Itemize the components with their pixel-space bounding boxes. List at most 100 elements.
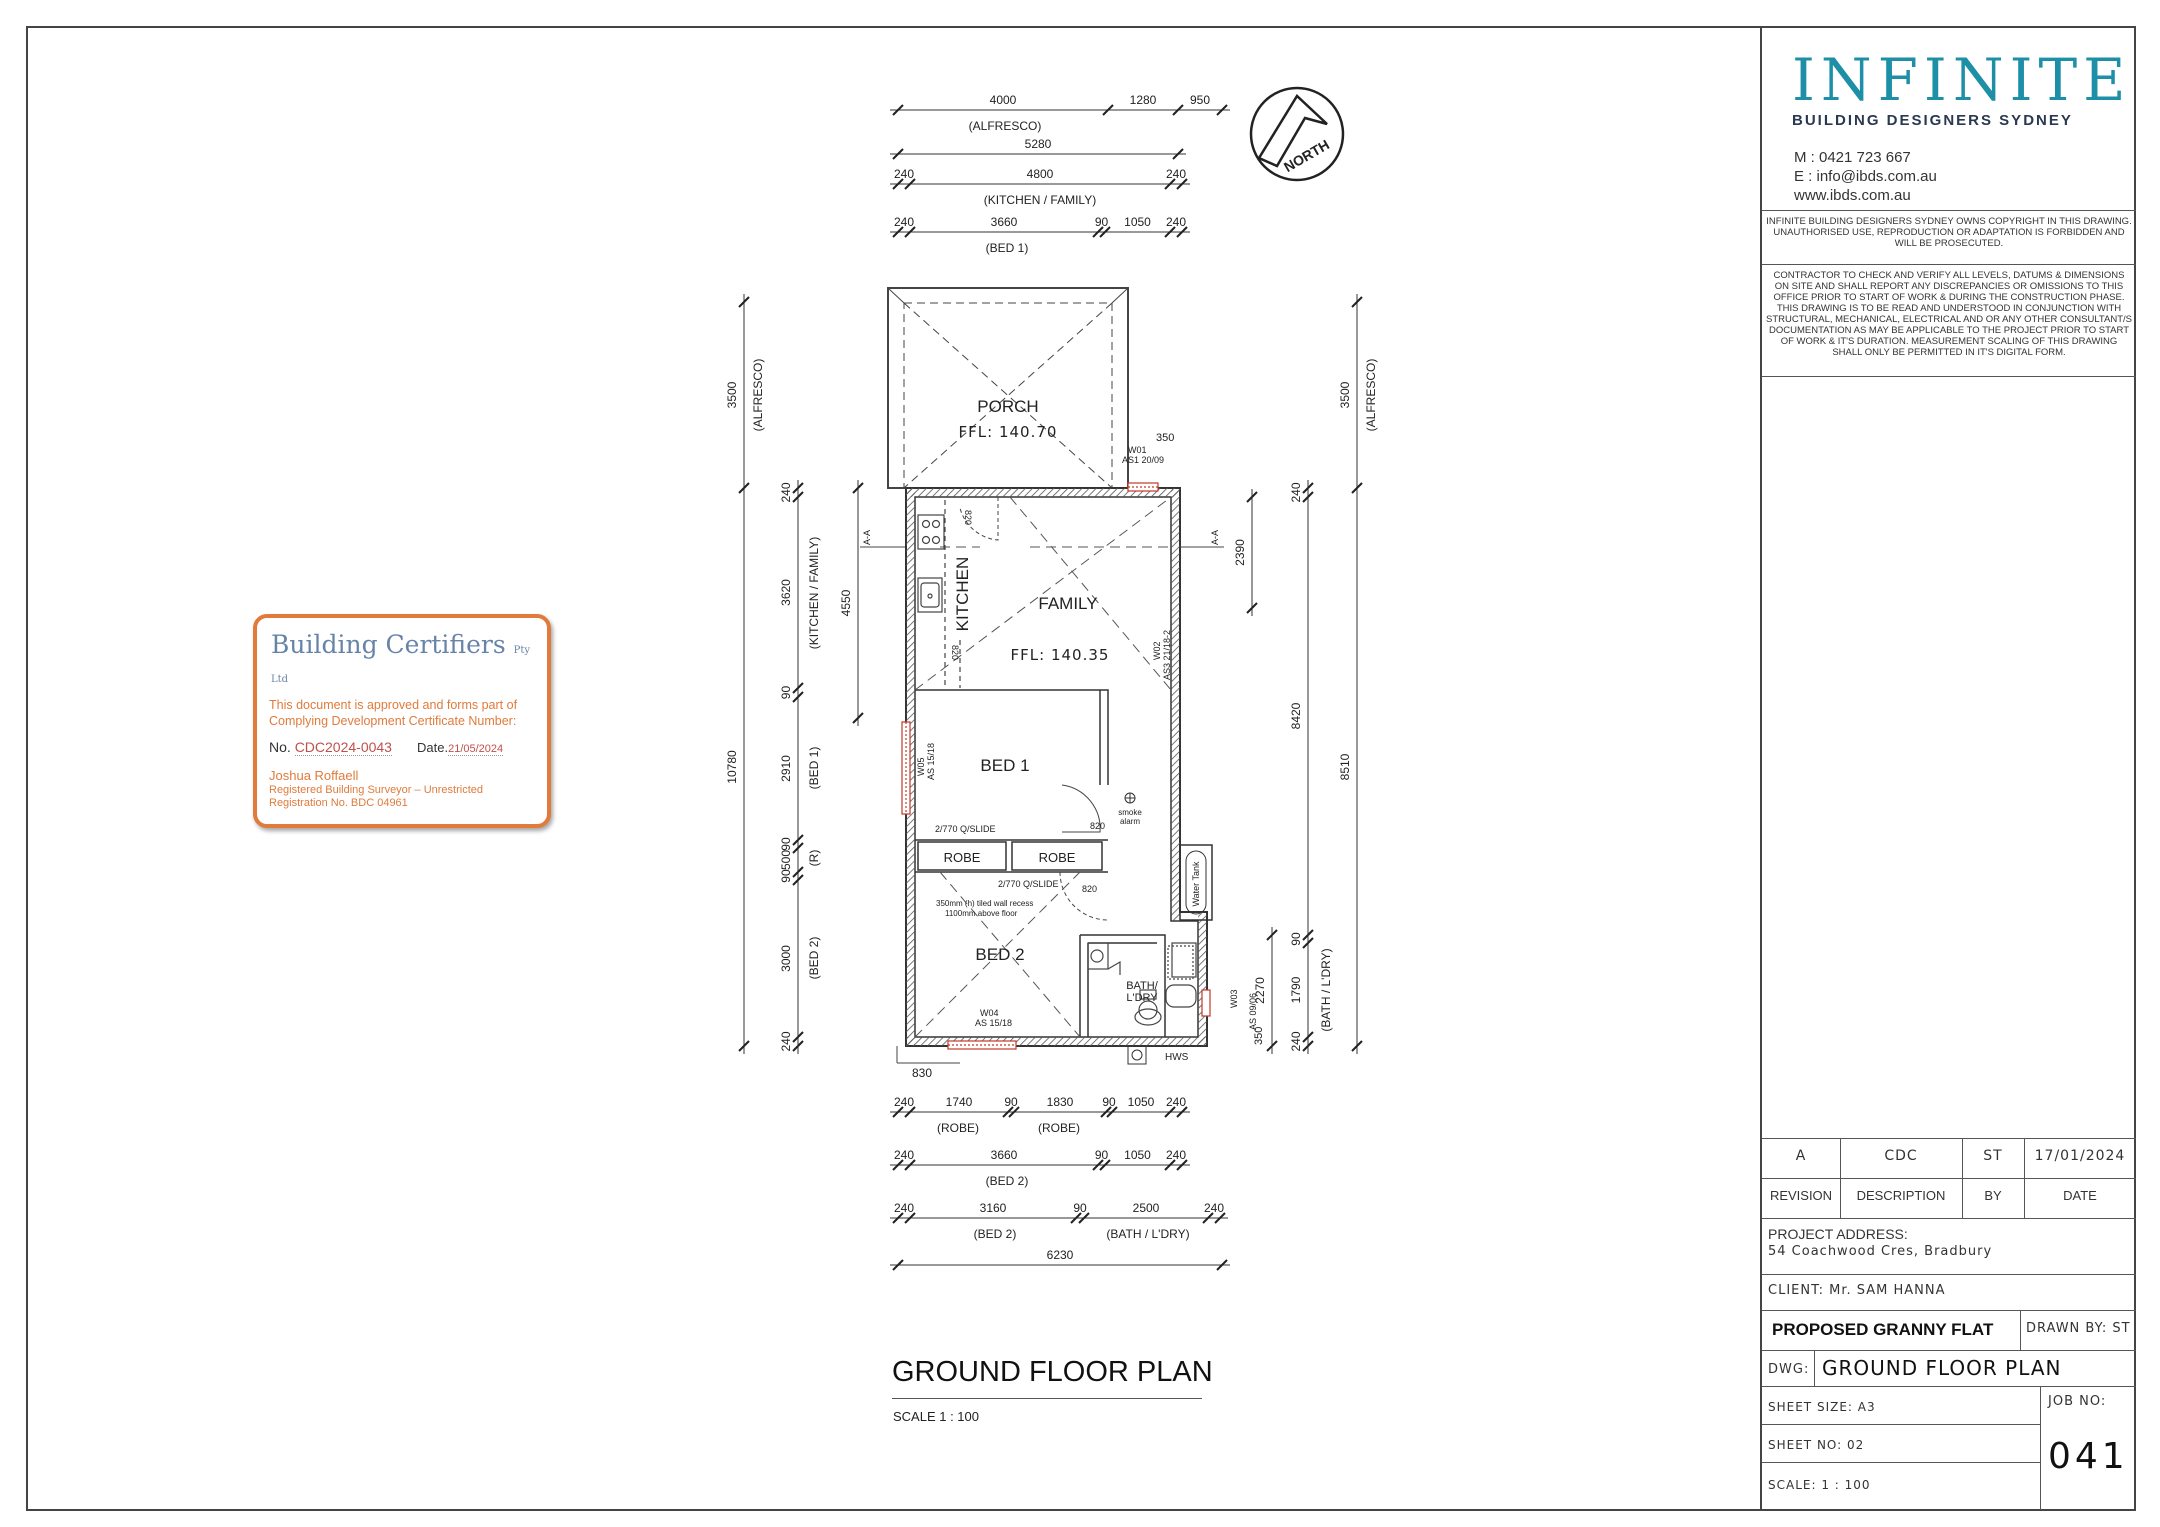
bath-350-dim: 350 (1253, 1027, 1265, 1045)
porch-ffl: FFL: 140.70 (959, 423, 1058, 441)
dim-tick (1302, 937, 1314, 949)
top-dim-alfresco-value: 950 (1190, 93, 1210, 107)
section-markers (860, 546, 1224, 1064)
w02-tag: W02 (1152, 641, 1162, 660)
bottom-dim-bath-value: 90 (1073, 1201, 1087, 1215)
stamp-line-2: Complying Development Certificate Number… (269, 714, 517, 728)
dim-tick (892, 1106, 904, 1118)
dim-tick (1099, 226, 1111, 238)
bottom-dim-bath-value: 240 (894, 1201, 914, 1215)
contractor-note: CONTRACTOR TO CHECK AND VERIFY ALL LEVEL… (1766, 270, 2132, 358)
tb-divider (1762, 376, 2136, 377)
sheet-scale: SCALE: 1 : 100 (1768, 1478, 1871, 1492)
right-dim-inner-value: 240 (1289, 1031, 1303, 1051)
left-kitchen-label: (KITCHEN / FAMILY) (807, 537, 821, 649)
dim-tick (738, 1040, 750, 1052)
tb-col-divider (1962, 1138, 1963, 1218)
tb-divider (1762, 1178, 2136, 1179)
bottom-dim-robes-value: 240 (894, 1095, 914, 1109)
left-dim-inner-value: 90 (779, 837, 793, 851)
tb-col-divider (2040, 1386, 2041, 1510)
copyright-note: INFINITE BUILDING DESIGNERS SYDNEY OWNS … (1766, 216, 2132, 249)
tb-divider (1762, 264, 2136, 265)
dim-tick (792, 842, 804, 854)
dim-tick (892, 226, 904, 238)
left-dim-inner-value: 90 (779, 686, 793, 700)
dim-tick (1302, 491, 1314, 503)
rev-by-value: ST (1983, 1148, 2003, 1164)
left-dim-inner-value: 240 (779, 1031, 793, 1051)
top-dim-5280-value: 5280 (1025, 137, 1052, 151)
dim-tick (1176, 1159, 1188, 1171)
top-dim-bed1-value: 3660 (991, 215, 1018, 229)
family-label: FAMILY (1038, 594, 1097, 613)
rev-header: REVISION (1769, 1188, 1833, 1203)
left-dim-inner-value: 2910 (779, 755, 793, 782)
top-dim-kitchen-label: (KITCHEN / FAMILY) (984, 193, 1096, 207)
left-dim-inner-value: 90 (779, 869, 793, 883)
floor-plan-drawing: Water Tank HWS smoke alarm PORCH FFL: 14… (725, 86, 1378, 1271)
dim-tick (892, 1259, 904, 1271)
dim-tick (1246, 602, 1258, 614)
dim-tick (892, 178, 904, 190)
dim-tick (792, 866, 804, 878)
dim-tick (904, 1106, 916, 1118)
tb-divider (1762, 210, 2136, 211)
left-bed1-label: (BED 1) (807, 747, 821, 790)
bottom-dim-bed2-value: 3660 (991, 1148, 1018, 1162)
stamp-reg: Registration No. BDC 04961 (269, 797, 408, 809)
north-arrow: NORTH (1249, 86, 1345, 182)
w03-spec: AS 09/06 (1248, 993, 1258, 1030)
top-dim-alfresco-label: (ALFRESCO) (969, 119, 1042, 133)
dim-tick (1099, 1159, 1111, 1171)
robe2-label: ROBE (1039, 850, 1076, 865)
right-dim-inner-value: 240 (1289, 482, 1303, 502)
right-dim-2390-value: 2390 (1233, 539, 1247, 566)
w02-spec: AS3 21/18-2 (1162, 630, 1172, 680)
bath-label: BATH/ (1126, 980, 1159, 992)
dim-tick (792, 1031, 804, 1043)
plan-title: GROUND FLOOR PLAN (892, 1356, 1213, 1388)
bottom-dim-robes-label: (ROBE) (937, 1121, 979, 1135)
stamp-number: No. CDC2024-0043 (269, 739, 392, 756)
tb-divider (1762, 1310, 2136, 1311)
right-dim-outer-value: 8510 (1338, 753, 1352, 780)
logo-subtitle: BUILDING DESIGNERS SYDNEY (1792, 112, 2073, 129)
water-tank: Water Tank (1179, 844, 1213, 921)
dim-tick (1214, 1212, 1226, 1224)
porch-350-dim: 350 (1156, 432, 1174, 444)
door820-pantry: 820 (950, 645, 960, 660)
right-dim-2270-value: 2270 (1253, 977, 1267, 1004)
left-alfresco-label: (ALFRESCO) (751, 359, 765, 432)
dim-tick (1176, 226, 1188, 238)
left-dim-inner-value: 3620 (779, 579, 793, 606)
top-dim-bed1-value: 1050 (1124, 215, 1151, 229)
dim-tick (1176, 1106, 1188, 1118)
tb-divider (1762, 1386, 2136, 1387)
water-tank-label: Water Tank (1191, 861, 1201, 907)
contact-email: E : info@ibds.com.au (1794, 168, 1937, 185)
w01-tag: W01 (1128, 445, 1147, 455)
ceiling-hatch-lines (914, 496, 1172, 1038)
dim-tick (904, 1212, 916, 1224)
hws-label: HWS (1165, 1052, 1189, 1063)
section-aa-right: A-A (1210, 530, 1220, 545)
sheet-size: SHEET SIZE: A3 (1768, 1400, 1876, 1414)
top-dim-alfresco-value: 1280 (1130, 93, 1157, 107)
dim-tick (1176, 178, 1188, 190)
dim-tick (1216, 104, 1228, 116)
stamp-date: Date.21/05/2024 (417, 740, 504, 756)
dim-tick (792, 1040, 804, 1052)
dim-tick (1106, 1106, 1118, 1118)
bottom-dim-robes-value: 1740 (946, 1095, 973, 1109)
dim-tick (792, 691, 804, 703)
plan-notes: 2/770 Q/SLIDE 2/770 Q/SLIDE 820 820 820 … (862, 432, 1265, 1080)
bottom-dim-bath-value: 3160 (980, 1201, 1007, 1215)
project-name: PROPOSED GRANNY FLAT (1772, 1320, 1994, 1339)
bottom-dim-bath-label: (BATH / L'DRY) (1106, 1227, 1189, 1241)
dim-tick (852, 482, 864, 494)
bottom-dim-robes-label: (ROBE) (1038, 1121, 1080, 1135)
slide1-note: 2/770 Q/SLIDE (935, 824, 996, 834)
dim-tick (738, 482, 750, 494)
stamp-company: Building Certifiers Pty Ltd (271, 630, 531, 685)
